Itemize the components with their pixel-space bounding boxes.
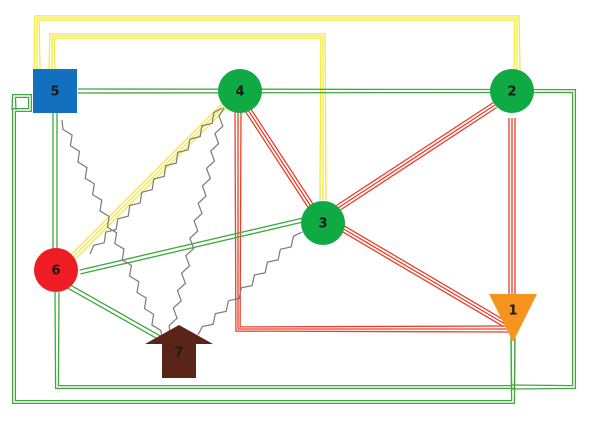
node-5-square bbox=[33, 69, 77, 113]
edge-line bbox=[168, 107, 225, 336]
edge-line bbox=[77, 91, 574, 387]
node-5-label: 5 bbox=[50, 85, 59, 100]
edge-line bbox=[343, 224, 507, 322]
edge-line bbox=[237, 112, 508, 330]
edge-line bbox=[234, 111, 509, 333]
edge-4-3-red-triple bbox=[244, 108, 316, 210]
node-4[interactable]: 4 bbox=[218, 69, 262, 113]
edge-line bbox=[340, 230, 504, 328]
edge-4-6-gray-zigzag bbox=[89, 107, 223, 255]
edge-line bbox=[71, 104, 226, 259]
edge-6-3-green-double bbox=[79, 217, 304, 275]
node-4-circle bbox=[218, 69, 262, 113]
edge-2-3-red-triple bbox=[336, 101, 497, 212]
node-3[interactable]: 3 bbox=[301, 201, 345, 245]
edge-line bbox=[339, 106, 497, 212]
node-4-label: 4 bbox=[235, 85, 244, 100]
edge-line bbox=[48, 33, 327, 201]
edge-line bbox=[73, 106, 228, 261]
edge-line bbox=[337, 104, 496, 209]
edge-line bbox=[197, 231, 303, 336]
node-2-circle bbox=[490, 69, 534, 113]
edge-5-1-green-double bbox=[11, 93, 516, 405]
edge-3-7-gray-zigzag bbox=[197, 231, 303, 336]
edge-line bbox=[54, 291, 516, 390]
edge-line bbox=[80, 221, 304, 275]
edge-line bbox=[69, 102, 224, 257]
node-6[interactable]: 6 bbox=[34, 248, 78, 292]
node-1[interactable]: 1 bbox=[489, 294, 537, 342]
edge-5-2-green-double bbox=[77, 88, 577, 390]
nodes-layer: 1 2 3 4 5 6 7 bbox=[33, 69, 537, 378]
edge-5-6-green-double bbox=[52, 113, 58, 250]
edge-line bbox=[79, 217, 303, 271]
edge-line bbox=[11, 93, 513, 402]
node-5[interactable]: 5 bbox=[33, 69, 77, 113]
edge-line bbox=[77, 88, 577, 390]
edge-5-2-yellow-triple bbox=[33, 15, 521, 71]
edge-line bbox=[51, 35, 324, 200]
edge-line bbox=[247, 109, 313, 209]
edge-line bbox=[53, 37, 322, 201]
edge-line bbox=[239, 111, 509, 328]
node-6-label: 6 bbox=[51, 264, 60, 279]
node-6-circle bbox=[34, 248, 78, 292]
edge-5-3-yellow-triple bbox=[48, 33, 327, 201]
edge-3-1-red-triple bbox=[340, 224, 507, 328]
node-1-triangle bbox=[489, 294, 537, 342]
edge-line bbox=[36, 17, 518, 70]
edge-line bbox=[341, 227, 506, 325]
node-2[interactable]: 2 bbox=[490, 69, 534, 113]
edge-line bbox=[244, 111, 311, 210]
node-7-label: 7 bbox=[174, 346, 183, 361]
edge-2-1-red-triple bbox=[508, 118, 516, 295]
edge-line bbox=[249, 108, 316, 207]
edge-4-1-red-triple bbox=[234, 111, 509, 333]
edge-4-6-yellow-triple bbox=[69, 102, 228, 261]
edges-layer bbox=[11, 15, 577, 405]
edge-line bbox=[11, 96, 516, 405]
edge-line bbox=[66, 287, 160, 341]
node-2-label: 2 bbox=[507, 85, 516, 100]
edge-line bbox=[38, 19, 516, 71]
edge-line bbox=[33, 15, 521, 71]
edge-line bbox=[89, 107, 223, 255]
edge-4-7-gray-zigzag bbox=[168, 107, 225, 336]
node-7[interactable]: 7 bbox=[145, 325, 213, 378]
node-3-label: 3 bbox=[318, 217, 327, 232]
edge-line bbox=[336, 101, 494, 207]
node-1-label: 1 bbox=[508, 304, 517, 319]
node-7-arrow bbox=[145, 325, 213, 378]
edge-6-2-green-double bbox=[54, 291, 516, 390]
edge-line bbox=[68, 283, 162, 337]
edge-line bbox=[57, 291, 513, 387]
edge-6-7-green-double bbox=[66, 283, 162, 341]
node-3-circle bbox=[301, 201, 345, 245]
